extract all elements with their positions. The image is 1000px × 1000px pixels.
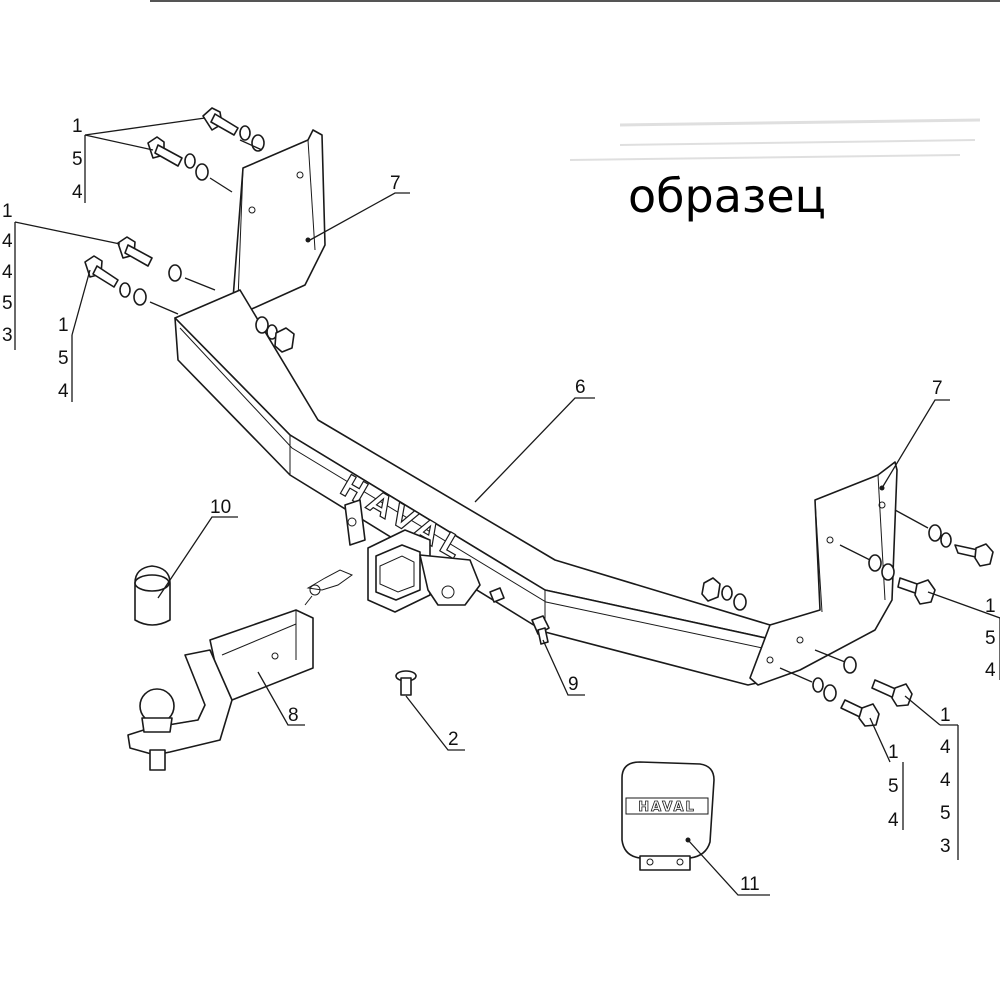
faint-background-text [569, 118, 981, 161]
ball-mount [127, 609, 314, 771]
callout-socket-cover: 11 [687, 839, 770, 896]
callout-number: 4 [2, 231, 13, 252]
callout-number: 9 [568, 674, 579, 695]
callout-number: 6 [575, 377, 586, 398]
small-bolt [395, 670, 417, 696]
callout-number: 5 [888, 776, 899, 797]
callout-number: 1 [985, 596, 996, 617]
callout-number: 8 [288, 705, 299, 726]
callout-right-a: 1 5 4 [927, 591, 1000, 681]
callout-bolt: 2 [405, 695, 465, 751]
callout-right-c: 1 5 4 [869, 717, 904, 831]
callout-number: 10 [210, 497, 231, 518]
callout-number: 1 [58, 315, 69, 336]
callout-number: 3 [2, 325, 13, 346]
callout-pin: 9 [542, 639, 585, 696]
callout-number: 4 [940, 770, 951, 791]
callout-number: 5 [58, 348, 69, 369]
left-fasteners [84, 107, 295, 353]
callout-number: 4 [72, 182, 83, 203]
callout-number: 1 [2, 201, 13, 222]
ball-cap [134, 565, 171, 626]
callout-number: 5 [72, 149, 83, 170]
callout-bracket-right: 7 [881, 378, 950, 489]
right-bracket [749, 461, 898, 686]
callout-ball-mount: 8 [257, 671, 305, 726]
callout-number: 5 [940, 803, 951, 824]
callout-number: 4 [2, 262, 13, 283]
callout-left-b: 1 5 4 [58, 269, 91, 402]
callout-number: 4 [58, 381, 69, 402]
callout-bracket-left: 7 [309, 173, 410, 241]
cover-brand-logo: HAVAL [638, 800, 696, 815]
callout-number: 5 [985, 628, 996, 649]
callout-number: 1 [72, 116, 83, 137]
watermark-text: образец [628, 169, 826, 223]
callout-number: 1 [940, 705, 951, 726]
socket-cover: HAVAL [621, 761, 715, 871]
callout-number: 4 [888, 810, 899, 831]
callout-number: 7 [390, 173, 401, 194]
callout-right-b: 1 4 4 5 3 [904, 695, 959, 860]
callout-number: 3 [940, 836, 951, 857]
callout-number: 4 [940, 737, 951, 758]
left-bracket [231, 129, 326, 313]
callout-number: 7 [932, 378, 943, 399]
callout-number: 1 [888, 742, 899, 763]
callout-number: 2 [448, 729, 459, 750]
callout-beam: 6 [474, 377, 595, 503]
hitch-pin-clip [304, 569, 354, 606]
right-fasteners [701, 509, 994, 727]
callout-top-left: 1 5 4 [72, 116, 206, 203]
callout-cap: 10 [157, 497, 238, 599]
callout-number: 11 [740, 874, 760, 895]
callout-number: 4 [985, 660, 996, 681]
callout-left-a: 1 4 4 5 3 [2, 201, 121, 350]
callout-number: 5 [2, 293, 13, 314]
pin [531, 615, 550, 645]
socket-cover-logo-plate [625, 797, 709, 815]
